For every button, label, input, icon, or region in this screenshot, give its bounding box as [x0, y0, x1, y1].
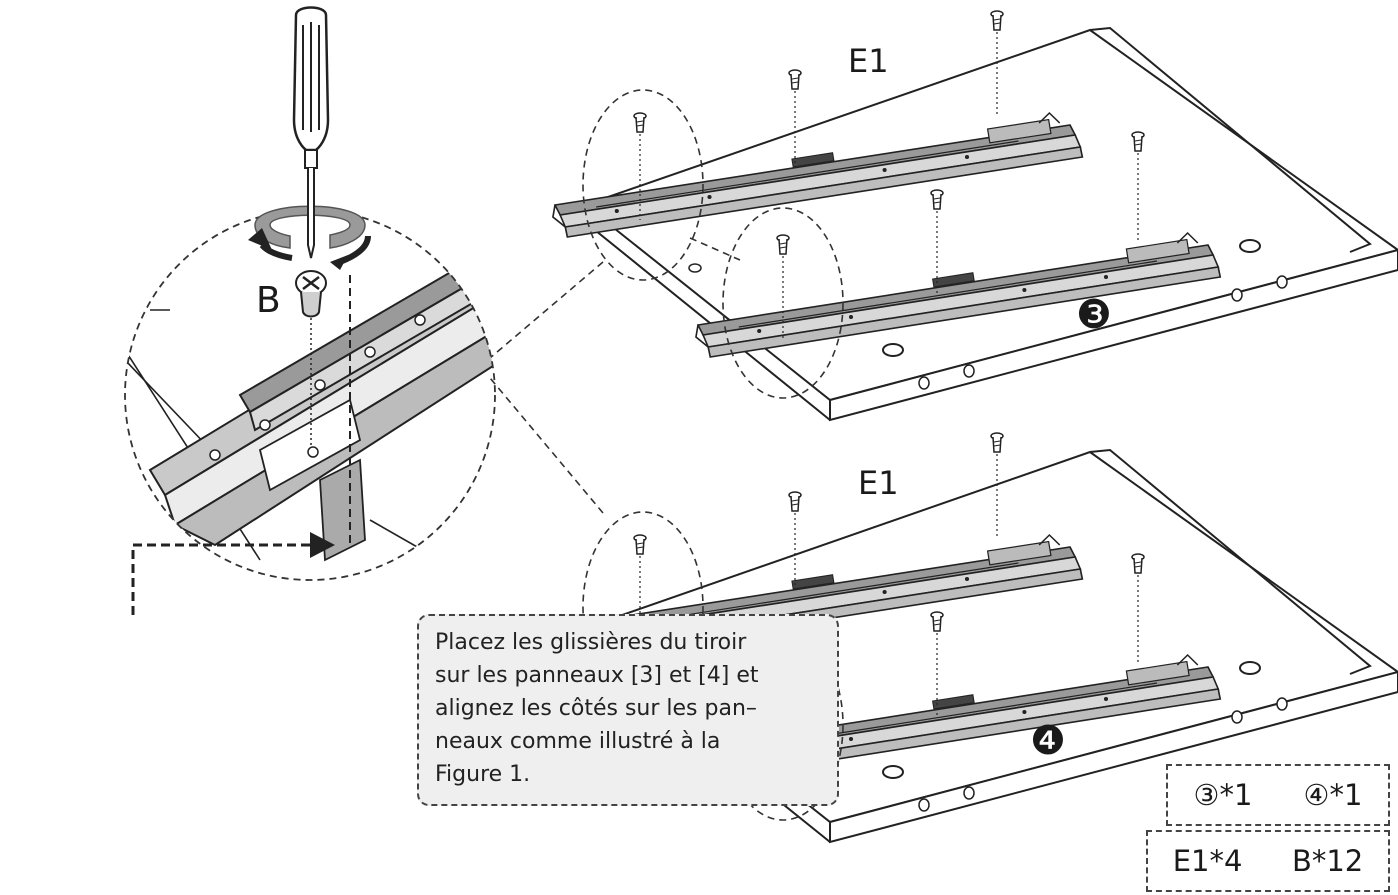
- instruction-line: alignez les côtés sur les pan–: [435, 696, 757, 721]
- panel-4-quantity: ④*1: [1303, 778, 1363, 812]
- instruction-line: sur les panneaux [3] et [4] et: [435, 663, 759, 688]
- rail-label-e1: E1: [858, 464, 899, 502]
- panel-3-hole: [1239, 239, 1261, 253]
- screw-icon: [633, 534, 647, 555]
- panel-4-groove: [1089, 448, 1372, 675]
- detail-callout-ring: [722, 207, 844, 399]
- panel-4-hole: [882, 765, 904, 779]
- screw-b-icon: [295, 270, 327, 318]
- rotation-arrow-icon: [248, 205, 371, 270]
- instruction-line: neaux comme illustré à la: [435, 729, 721, 754]
- panel-4-hole: [1239, 661, 1261, 675]
- panel-4-front-edge: [829, 670, 1398, 844]
- panel-3-groove: [1089, 26, 1372, 253]
- panel-quantity-box: ③*1 ④*1: [1166, 764, 1390, 826]
- screw-icon: [788, 69, 802, 90]
- screwdriver-icon: [292, 6, 330, 259]
- panel-number-4: ❹: [1030, 718, 1066, 764]
- screw-b-quantity: B*12: [1291, 844, 1364, 878]
- panel-3-assembly: E1 ❸: [552, 10, 1398, 422]
- detail-magnifier: [124, 209, 496, 581]
- screw-label-b: B: [256, 280, 281, 321]
- screw-icon: [990, 432, 1004, 453]
- rail-label-e1: E1: [848, 42, 889, 80]
- panel-number-3: ❸: [1076, 292, 1112, 338]
- screw-icon: [990, 10, 1004, 31]
- detail-callout-ring: [582, 89, 704, 281]
- panel-3-hole: [882, 343, 904, 357]
- panel-3-front-edge: [829, 248, 1398, 422]
- alignment-guides: [131, 275, 351, 615]
- instruction-line: Placez les glissières du tiroir: [435, 630, 747, 655]
- panel-3-quantity: ③*1: [1193, 778, 1253, 812]
- instruction-box: Placez les glissières du tiroir sur les …: [417, 614, 839, 806]
- parts-quantity-box: E1*4 B*12: [1146, 830, 1390, 892]
- screw-icon: [633, 112, 647, 133]
- alignment-arrow-icon: [310, 532, 335, 558]
- screw-icon: [788, 491, 802, 512]
- rail-e1-quantity: E1*4: [1172, 844, 1243, 878]
- instruction-line: Figure 1.: [435, 762, 531, 787]
- detail-magnifier-ring: [124, 209, 496, 581]
